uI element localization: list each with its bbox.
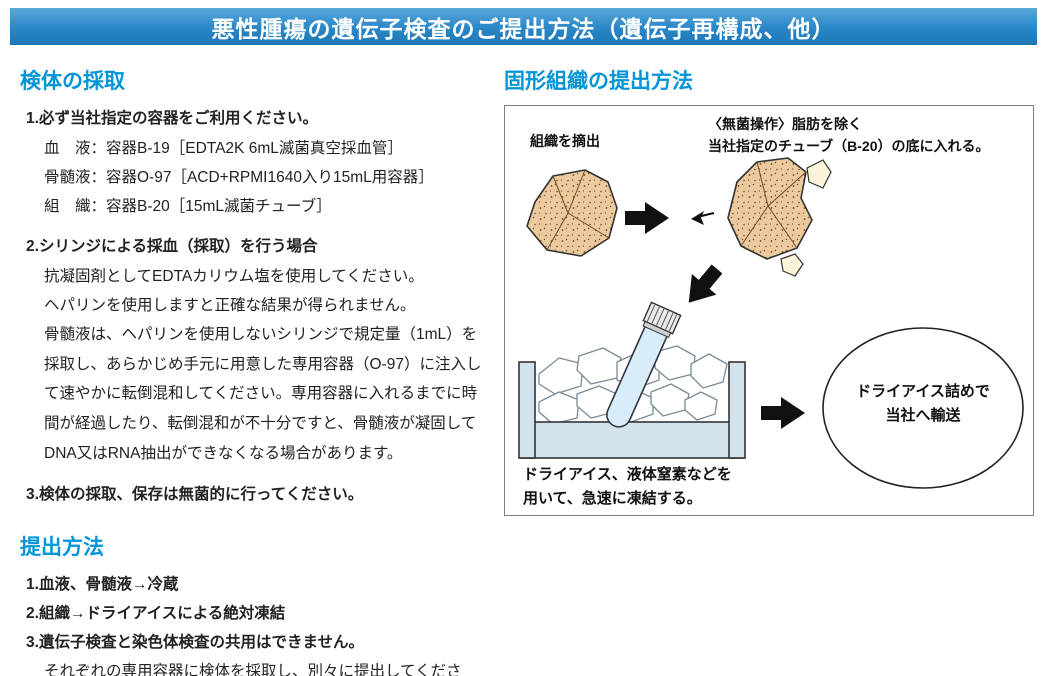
diagram-graphics [518,157,1024,489]
container-line-blood: 血 液：容器B-19［EDTA2K 6mL滅菌真空採血管］ [44,139,403,157]
tissue-blob-1-icon [526,169,618,257]
label-freeze-line2: 用いて、急速に凍結する。 [523,490,702,507]
test-tube-icon [606,301,682,428]
specimen-item-3-text: 検体の採取、保存は無菌的に行ってください。 [38,485,364,503]
fat-removal-arrow-icon [691,211,715,225]
label-freeze-line1: ドライアイス、液体窒素などを [523,466,732,483]
label-aseptic-line2: 当社指定のチューブ（B-20）の底に入れる。 [708,138,990,155]
submission-item-1: 1.血液、骨髄液→冷蔵 [20,571,488,600]
tissue-blob-2-icon [727,157,813,260]
label-ship-line1: ドライアイス詰めで [856,383,990,400]
container-line-bone-marrow: 骨髄液：容器O-97［ACD+RPMI1640入り15mL用容器］ [44,168,434,186]
submission-item-2-text: 組織→ドライアイスによる絶対凍結 [38,605,286,623]
specimen-item-2: 2.シリンジによる採血（採取）を行う場合 抗凝固剤としてEDTAカリウム塩を使用… [20,233,488,469]
left-column: 検体の採取 1.必ず当社指定の容器をご利用ください。 血 液：容器B-19［ED… [10,59,488,676]
transport-circle [822,327,1024,489]
specimen-item-1-title: 1.必ず当社指定の容器をご利用ください。 [20,105,488,134]
section-heading-submission: 提出方法 [20,536,104,560]
specimen-item-1-details: 血 液：容器B-19［EDTA2K 6mL滅菌真空採血管］ 骨髄液：容器O-97… [20,134,488,221]
specimen-item-3: 3.検体の採取、保存は無菌的に行ってください。 [20,481,488,510]
page-title-bar: 悪性腫瘍の遺伝子検査のご提出方法（遺伝子再構成、他） [10,8,1037,45]
container-line-tissue: 組 織：容器B-20［15mL滅菌チューブ］ [44,197,332,215]
submission-item-3-text: 遺伝子検査と染色体検査の共用はできません。 [38,633,364,651]
section-heading-solid-tissue: 固形組織の提出方法 [504,70,693,93]
arrow-right-2-icon [761,397,805,429]
fat-piece-2-icon [780,253,804,277]
specimen-item-2-details: 抗凝固剤としてEDTAカリウム塩を使用してください。 ヘパリンを使用しますと正確… [20,262,488,469]
label-freeze: ドライアイス、液体窒素などを 用いて、急速に凍結する。 [523,463,732,511]
specimen-item-1-num: 1. [26,110,39,127]
specimen-item-3-num: 3. [26,485,39,503]
specimen-item-1: 1.必ず当社指定の容器をご利用ください。 血 液：容器B-19［EDTA2K 6… [20,105,488,221]
content-columns: 検体の採取 1.必ず当社指定の容器をご利用ください。 血 液：容器B-19［ED… [10,59,1037,676]
page-title: 悪性腫瘍の遺伝子検査のご提出方法（遺伝子再構成、他） [211,15,836,42]
fat-piece-1-icon [806,159,832,189]
specimen-item-1-text: 必ず当社指定の容器をご利用ください。 [38,110,318,127]
anticoagulant-line: 抗凝固剤としてEDTAカリウム塩を使用してください。 [44,267,424,285]
specimen-item-2-num: 2. [26,238,39,256]
submission-item-2: 2.組織→ドライアイスによる絶対凍結 [20,600,488,629]
submission-item-1-text: 血液、骨髄液→冷蔵 [38,576,179,594]
submission-item-3-sub: それぞれの専用容器に検体を採取し、別々に提出してください。 [44,663,462,676]
label-ship-line2: 当社へ輸送 [885,407,961,424]
specimen-item-3-title: 3.検体の採取、保存は無菌的に行ってください。 [20,481,488,510]
submission-item-3-num: 3. [26,633,39,651]
arrow-right-icon [625,202,669,234]
specimen-item-2-text: シリンジによる採血（採取）を行う場合 [38,238,318,256]
bone-marrow-procedure-paragraph: 骨髄液は、ヘパリンを使用しないシリンジで規定量（1mL）を採取し、あらかじめ手元… [44,325,482,462]
label-extract: 組織を摘出 [530,133,600,149]
submission-item-3: 3.遺伝子検査と染色体検査の共用はできません。 [20,629,488,658]
label-ship: ドライアイス詰めで 当社へ輸送 [823,380,1023,428]
label-aseptic: 〈無菌操作〉脂肪を除く 当社指定のチューブ（B-20）の底に入れる。 [708,113,990,158]
ice-cubes-icon [538,345,728,425]
specimen-item-2-title: 2.シリンジによる採血（採取）を行う場合 [20,233,488,262]
solid-tissue-diagram: 組織を摘出 〈無菌操作〉脂肪を除く 当社指定のチューブ（B-20）の底に入れる。… [504,105,1034,516]
heparin-warning-line: ヘパリンを使用しますと正確な結果が得られません。 [44,296,416,314]
label-aseptic-line1: 〈無菌操作〉脂肪を除く [708,116,862,132]
arrow-down-left-icon [676,258,730,313]
ice-container-icon [518,361,746,459]
submission-item-1-num: 1. [26,576,39,594]
section-heading-specimen-collection: 検体の採取 [20,70,125,93]
right-column: 固形組織の提出方法 [504,59,1034,676]
submission-item-2-num: 2. [26,605,39,623]
